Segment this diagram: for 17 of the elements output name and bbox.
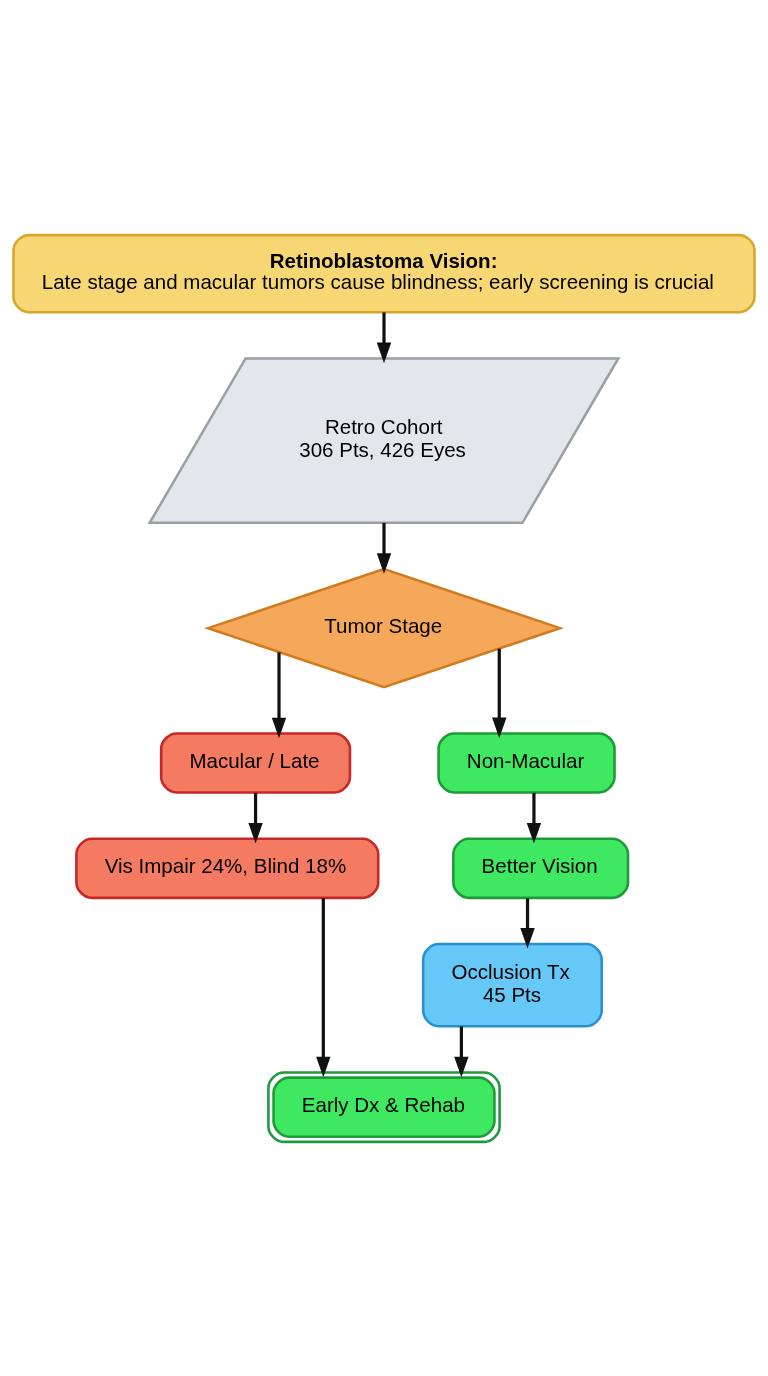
arrow xyxy=(248,792,263,844)
node-box: Vis Impair 24%, Blind 18% xyxy=(75,836,380,899)
node-box: Early Dx & Rehab xyxy=(267,1070,501,1143)
arrow xyxy=(376,311,392,363)
arrow xyxy=(520,897,535,949)
node-box: Occlusion Tx 45 Pts xyxy=(421,942,603,1028)
node-box: Macular / Late xyxy=(159,731,352,794)
arrow xyxy=(316,897,331,1077)
arrow xyxy=(492,648,507,738)
arrow xyxy=(526,792,542,844)
arrow xyxy=(271,651,287,738)
node-box: Better Vision xyxy=(452,836,630,899)
node-diamond: Tumor Stage xyxy=(204,567,564,689)
node-box: Retinoblastoma Vision: Late stage and macular tumors cause blindness; early screening is crucial xyxy=(12,233,756,313)
arrow xyxy=(454,1026,469,1077)
node-box: Non-Macular xyxy=(437,731,616,794)
arrow xyxy=(376,522,392,574)
